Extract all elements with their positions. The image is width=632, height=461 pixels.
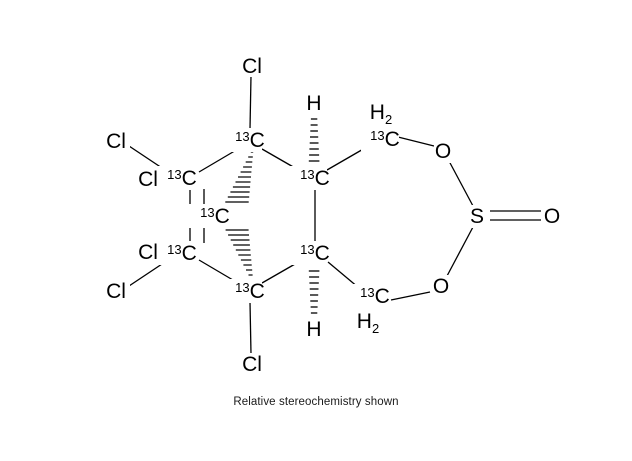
atom-c13-bridge-center: 13C: [200, 205, 230, 228]
atom-h-top: H: [306, 92, 321, 115]
atom-c13-ring-upper-left: 13C: [167, 167, 197, 190]
atom-s-sulfite: S: [470, 205, 484, 228]
atom-h2-top: H2: [370, 101, 392, 127]
atom-c13-bridgehead-bottom: 13C: [235, 280, 265, 303]
bond-bridgeheadtop-bridgecenter-hashed: [225, 151, 254, 203]
bond-cl-bottom: [249, 301, 252, 355]
atom-c13-bridgehead-top: 13C: [235, 129, 265, 152]
atom-c13-ring-upper-right: 13C: [300, 167, 330, 190]
atom-o-sulfoxide: O: [544, 205, 560, 228]
atom-cl-top: Cl: [242, 55, 262, 78]
atom-o-ester-bottom: O: [433, 275, 449, 298]
label-halo-group: [104, 55, 563, 375]
bond-sulfur-oesterbottom: [446, 226, 474, 277]
atom-cl-lower-left-inner: Cl: [138, 241, 158, 264]
bond-h-top-hashed: [308, 112, 320, 162]
atom-cl-lower-left-outer: Cl: [106, 280, 126, 303]
atom-cl-bottom: Cl: [242, 353, 262, 376]
atom-c13-methylene-bottom: 13C: [360, 285, 390, 308]
bond-bridgecenter-bridgeheadbottom-hashed: [225, 229, 253, 276]
bond-oestertop-sulfur: [448, 160, 474, 207]
atom-cl-upper-left-inner: Cl: [138, 168, 158, 191]
bond-h-bottom-hashed: [308, 270, 320, 320]
atom-h2-bottom: H2: [357, 310, 379, 336]
atom-label-group: 13C 13C 13C 13C 13C 13C: [104, 55, 563, 376]
atom-c13-methylene-top: 13C: [370, 128, 400, 151]
atom-c13-ring-lower-left: 13C: [167, 242, 197, 265]
bond-methylenetop-oestertop: [397, 136, 435, 147]
bond-oesterbottom-methylenebottom: [390, 291, 431, 301]
figure-caption: Relative stereochemistry shown: [233, 396, 399, 408]
bond-upperleft-bridgeheadtop: [198, 148, 239, 173]
atom-cl-upper-left-outer: Cl: [106, 130, 126, 153]
atom-h-bottom: H: [306, 318, 321, 341]
bond-cl-top: [249, 75, 252, 130]
atom-c13-ring-lower-right: 13C: [300, 242, 330, 265]
atom-o-ester-top: O: [435, 140, 451, 163]
